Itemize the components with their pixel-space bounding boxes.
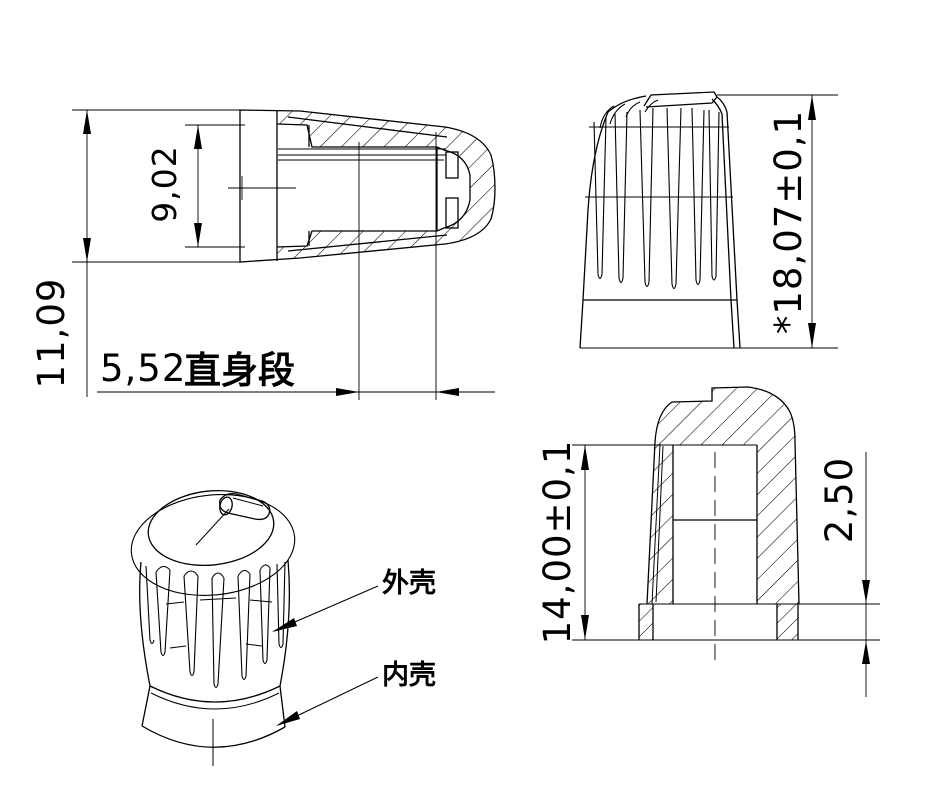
front-band-right-inner xyxy=(730,299,735,349)
dim-overall-diameter-text: 11,09 xyxy=(30,278,73,389)
front-right-inner-line xyxy=(711,98,732,301)
iso-wing xyxy=(219,492,271,521)
side-section-end-detail-upper xyxy=(445,151,459,179)
iso-rib-channels xyxy=(145,561,286,689)
iso-band-top-arc2 xyxy=(150,692,280,710)
dim-cavity-depth-text: 14,00±0,1 xyxy=(536,440,579,645)
side-section-shell-split-bottom xyxy=(287,234,448,252)
front-right-contour xyxy=(716,96,738,301)
view-isometric xyxy=(130,489,296,766)
dim-cavity-depth xyxy=(572,444,757,640)
dim-straight-segment-value: 5,52 xyxy=(100,347,186,390)
iso-band-top-arc xyxy=(149,685,281,703)
dim-skirt-height-text: 2,50 xyxy=(818,457,861,543)
iso-label-inner-shell: 内壳 xyxy=(382,660,436,691)
iso-wing-inner-line xyxy=(232,497,264,507)
side-section-outer-contour xyxy=(239,109,496,263)
view-side-section xyxy=(228,109,496,263)
front-band-left xyxy=(579,299,584,349)
front-wing-tab xyxy=(643,91,718,108)
side-section-hatch xyxy=(240,110,495,262)
dim-front-height-text: *18,07±0,1 xyxy=(767,110,810,334)
dim-inner-diameter-text: 9,02 xyxy=(145,145,184,222)
dim-inner-diameter xyxy=(185,124,245,248)
dim-straight-segment xyxy=(97,132,495,400)
front-rib-channels xyxy=(593,107,720,290)
iso-label-outer-shell: 外壳 xyxy=(382,568,436,599)
iso-leaders xyxy=(272,585,379,726)
front-left-contour xyxy=(582,95,647,301)
side-section-center-mark xyxy=(228,176,296,200)
side-section-shell-split-top xyxy=(287,116,448,138)
dim-overall-diameter xyxy=(72,109,240,397)
iso-left-silhouette xyxy=(139,561,151,687)
front-band-right xyxy=(736,299,741,349)
vsection-hatch xyxy=(647,387,799,604)
iso-top-face xyxy=(147,489,275,567)
vsection-band-hatch-right xyxy=(777,604,798,640)
front-dome-scallops xyxy=(599,99,659,129)
side-section-inner-contour xyxy=(276,123,471,248)
vsection-outer-contour xyxy=(646,386,800,605)
iso-rim-outer xyxy=(130,493,296,597)
side-section-spring-lines xyxy=(278,148,446,161)
dim-skirt-height xyxy=(862,452,870,697)
side-section-end-detail-lower xyxy=(445,197,459,229)
dim-straight-segment-suffix: 直身段 xyxy=(184,349,295,392)
dim-front-height xyxy=(580,94,838,349)
iso-right-silhouette xyxy=(279,559,291,687)
iso-rim-scallops xyxy=(155,564,271,579)
vsection-band-hatch-left xyxy=(639,604,653,640)
iso-band-left-edge xyxy=(141,685,151,727)
view-front-elevation xyxy=(579,91,741,349)
iso-face-lines xyxy=(165,597,273,649)
iso-top-seam xyxy=(195,508,230,546)
vsection-left-wall-lines xyxy=(651,443,664,605)
view-vertical-section xyxy=(572,386,880,668)
